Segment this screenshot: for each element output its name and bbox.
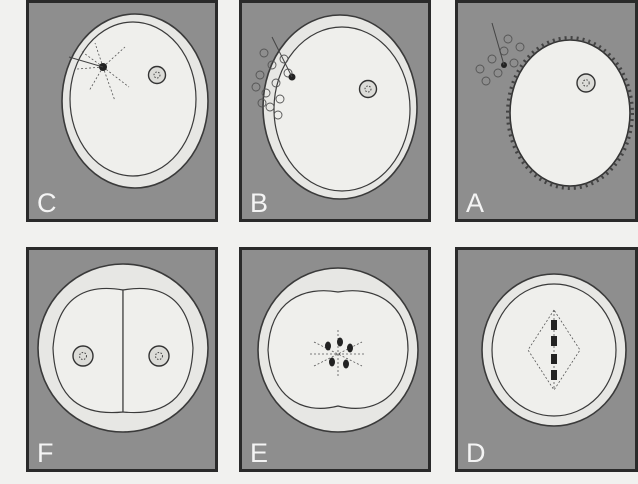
egg-pronucleus xyxy=(577,74,595,92)
panel-e-illustration xyxy=(242,250,428,469)
panel-letter-f: F xyxy=(37,440,54,467)
dividing-cell xyxy=(268,291,408,409)
panel-d-illustration xyxy=(458,250,635,469)
panel-letter-c: C xyxy=(37,190,57,217)
panel-f: F xyxy=(26,247,218,472)
panel-c: C xyxy=(26,0,218,222)
egg-membrane xyxy=(70,22,196,176)
panel-c-illustration xyxy=(29,3,215,219)
egg-pronucleus xyxy=(360,81,377,98)
egg-membrane xyxy=(274,27,410,191)
panel-a: A xyxy=(455,0,638,222)
panel-b-illustration xyxy=(242,3,428,219)
panel-letter-a: A xyxy=(466,190,484,217)
panel-d: D xyxy=(455,247,638,472)
nucleus-right xyxy=(149,346,169,366)
egg-cell xyxy=(510,40,630,186)
panel-letter-b: B xyxy=(250,190,268,217)
panel-a-illustration xyxy=(458,3,635,219)
panel-e: E xyxy=(239,247,431,472)
panel-f-illustration xyxy=(29,250,215,469)
panel-letter-e: E xyxy=(250,440,268,467)
panel-letter-d: D xyxy=(466,440,486,467)
egg-pronucleus xyxy=(149,67,166,84)
nucleus-left xyxy=(73,346,93,366)
panel-b: B xyxy=(239,0,431,222)
sperm-tail xyxy=(492,23,504,65)
